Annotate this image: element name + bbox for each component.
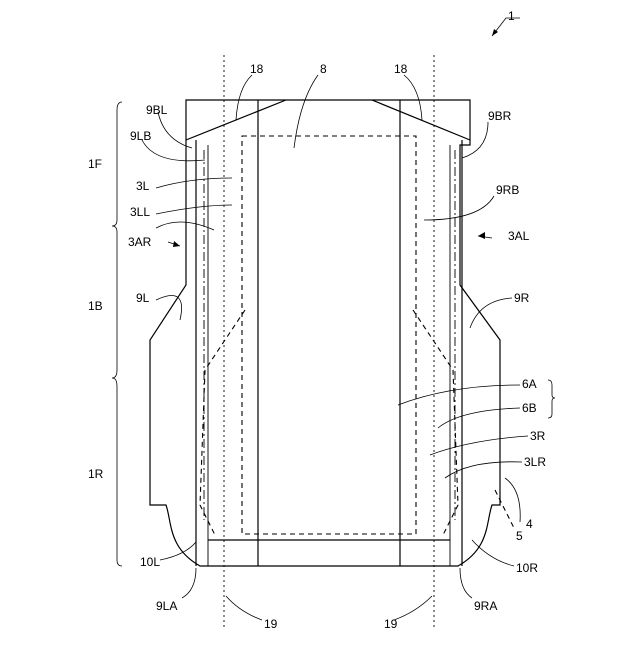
leader-8 <box>294 75 318 148</box>
label-3L: 3L <box>136 179 150 193</box>
leader-3LL <box>156 222 214 230</box>
label-4: 4 <box>526 517 533 531</box>
region-bracket <box>112 102 122 566</box>
label-9BR: 9BR <box>488 109 512 123</box>
chamfer-right <box>372 100 470 140</box>
label-1R: 1R <box>88 467 104 481</box>
label-fig-number: 1 <box>508 9 515 23</box>
leader-3L-b <box>156 205 232 214</box>
dashed-inner-rect <box>242 136 416 534</box>
label-19-right: 19 <box>384 617 398 631</box>
leader-5 <box>495 490 515 530</box>
label-1F: 1F <box>88 157 102 171</box>
label-10L: 10L <box>140 555 160 569</box>
label-3AL: 3AL <box>508 229 530 243</box>
label-3LR: 3LR <box>524 455 546 469</box>
label-3R: 3R <box>530 429 546 443</box>
arrow-3AL <box>478 232 485 239</box>
leader-9R <box>470 298 512 328</box>
leader-9BL <box>158 112 192 148</box>
leader-10R <box>472 540 514 566</box>
label-9BL: 9BL <box>146 103 168 117</box>
fig-leader <box>492 18 520 36</box>
label-6A: 6A <box>522 377 537 391</box>
leader-9L <box>156 296 182 321</box>
leader-9LA <box>182 568 196 598</box>
leader-9RA <box>460 568 472 598</box>
bracket-6 <box>548 380 555 418</box>
leader-19-left <box>226 596 262 620</box>
leader-3R <box>430 436 528 455</box>
leader-9RB <box>424 196 494 220</box>
outer-outline <box>150 100 500 566</box>
leader-18-left <box>236 75 252 120</box>
label-9L: 9L <box>136 291 150 305</box>
label-9LA: 9LA <box>156 599 177 613</box>
label-3AR: 3AR <box>128 235 152 249</box>
label-18-left: 18 <box>250 62 264 76</box>
leader-3L <box>156 178 232 188</box>
label-5: 5 <box>516 529 523 543</box>
label-6B: 6B <box>522 401 537 415</box>
leader-18-right <box>404 75 422 120</box>
label-9RA: 9RA <box>474 599 497 613</box>
label-10R: 10R <box>516 561 538 575</box>
dashed-contour-left <box>200 310 245 535</box>
label-19-left: 19 <box>264 617 278 631</box>
label-3LL: 3LL <box>130 205 150 219</box>
label-1B: 1B <box>88 299 103 313</box>
label-9R: 9R <box>514 291 530 305</box>
label-9LB: 9LB <box>130 129 151 143</box>
leader-9BR <box>462 122 488 158</box>
label-18-right: 18 <box>394 62 408 76</box>
arrow-3AR <box>173 241 180 247</box>
dashed-contour-right <box>413 310 458 535</box>
leader-19-right <box>394 596 432 620</box>
label-9RB: 9RB <box>496 183 519 197</box>
label-8: 8 <box>320 62 327 76</box>
